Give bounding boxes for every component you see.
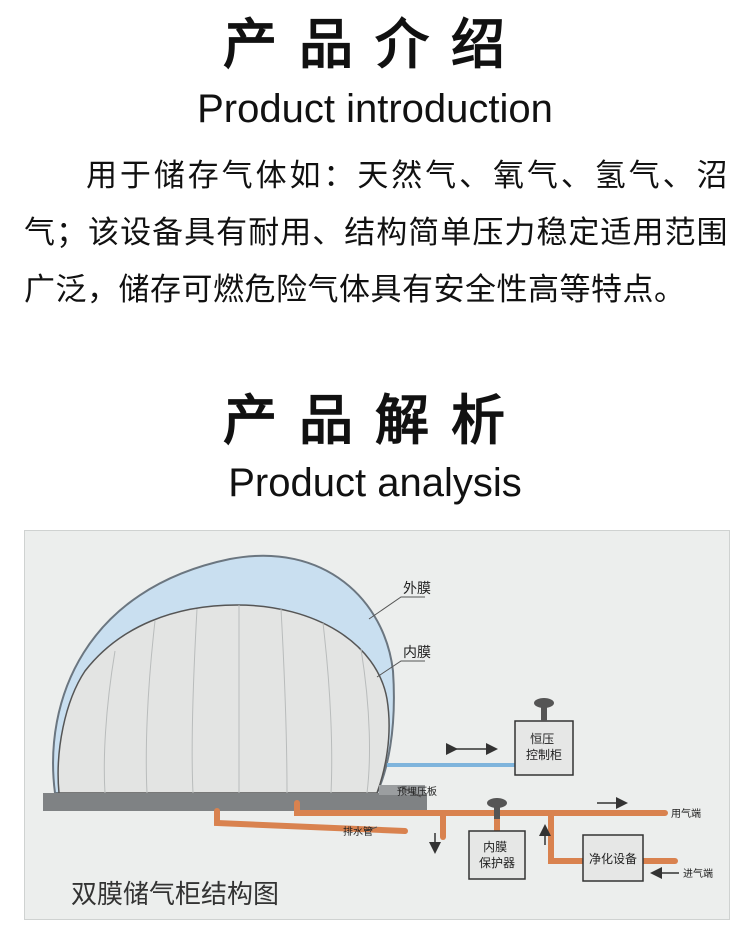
foundation-base bbox=[43, 793, 427, 811]
inner-membrane-label: 内膜 bbox=[403, 645, 431, 661]
membrane-ribs bbox=[103, 605, 370, 794]
vent-cap-icon bbox=[487, 798, 507, 819]
protector-label-line2: 保护器 bbox=[479, 856, 515, 870]
constant-pressure-cabinet-label: 恒压 控制柜 bbox=[526, 732, 562, 762]
purification-equipment-box bbox=[582, 834, 644, 882]
product-analysis-title-en: Product analysis bbox=[228, 461, 522, 505]
drain-pipe-label: 排水管 bbox=[343, 825, 373, 838]
constant-pressure-cabinet-box bbox=[514, 720, 574, 776]
vent-cap-icon bbox=[534, 698, 554, 721]
outer-membrane-label: 外膜 bbox=[403, 581, 431, 597]
diagram-caption: 双膜储气柜结构图 bbox=[71, 880, 280, 910]
cabinet-label-line2: 控制柜 bbox=[526, 748, 562, 762]
inner-membrane-protector-box bbox=[468, 830, 526, 880]
embedded-plate-label: 预埋压板 bbox=[397, 785, 437, 798]
callout-lines bbox=[364, 596, 425, 832]
double-membrane-gas-holder-diagram: 恒压 控制柜 内膜 保护器 净化设备 外膜 内膜 bbox=[24, 530, 730, 920]
purification-equipment-label: 净化设备 bbox=[589, 852, 637, 866]
product-intro-text: 用于储存气体如：天然气、氧气、氢气、沼气；该设备具有耐用、结构简单压力稳定适用范… bbox=[24, 158, 728, 308]
inner-membrane-shape bbox=[57, 604, 390, 794]
gas-inlet-label: 进气端 bbox=[683, 867, 713, 880]
diagram-svg: 恒压 控制柜 内膜 保护器 净化设备 外膜 内膜 bbox=[43, 554, 713, 882]
product-analysis-title-cn: 产品解析 bbox=[223, 388, 527, 452]
inner-membrane-protector-label: 内膜 保护器 bbox=[479, 840, 515, 870]
pipes bbox=[214, 800, 678, 864]
cabinet-label-line1: 恒压 bbox=[530, 732, 554, 746]
gas-outlet-label: 用气端 bbox=[671, 807, 701, 820]
product-intro-title-en: Product introduction bbox=[197, 87, 553, 131]
product-intro-title-cn: 产品介绍 bbox=[223, 12, 527, 76]
embedded-plate-block bbox=[379, 785, 425, 795]
protector-label-line1: 内膜 bbox=[483, 840, 507, 854]
